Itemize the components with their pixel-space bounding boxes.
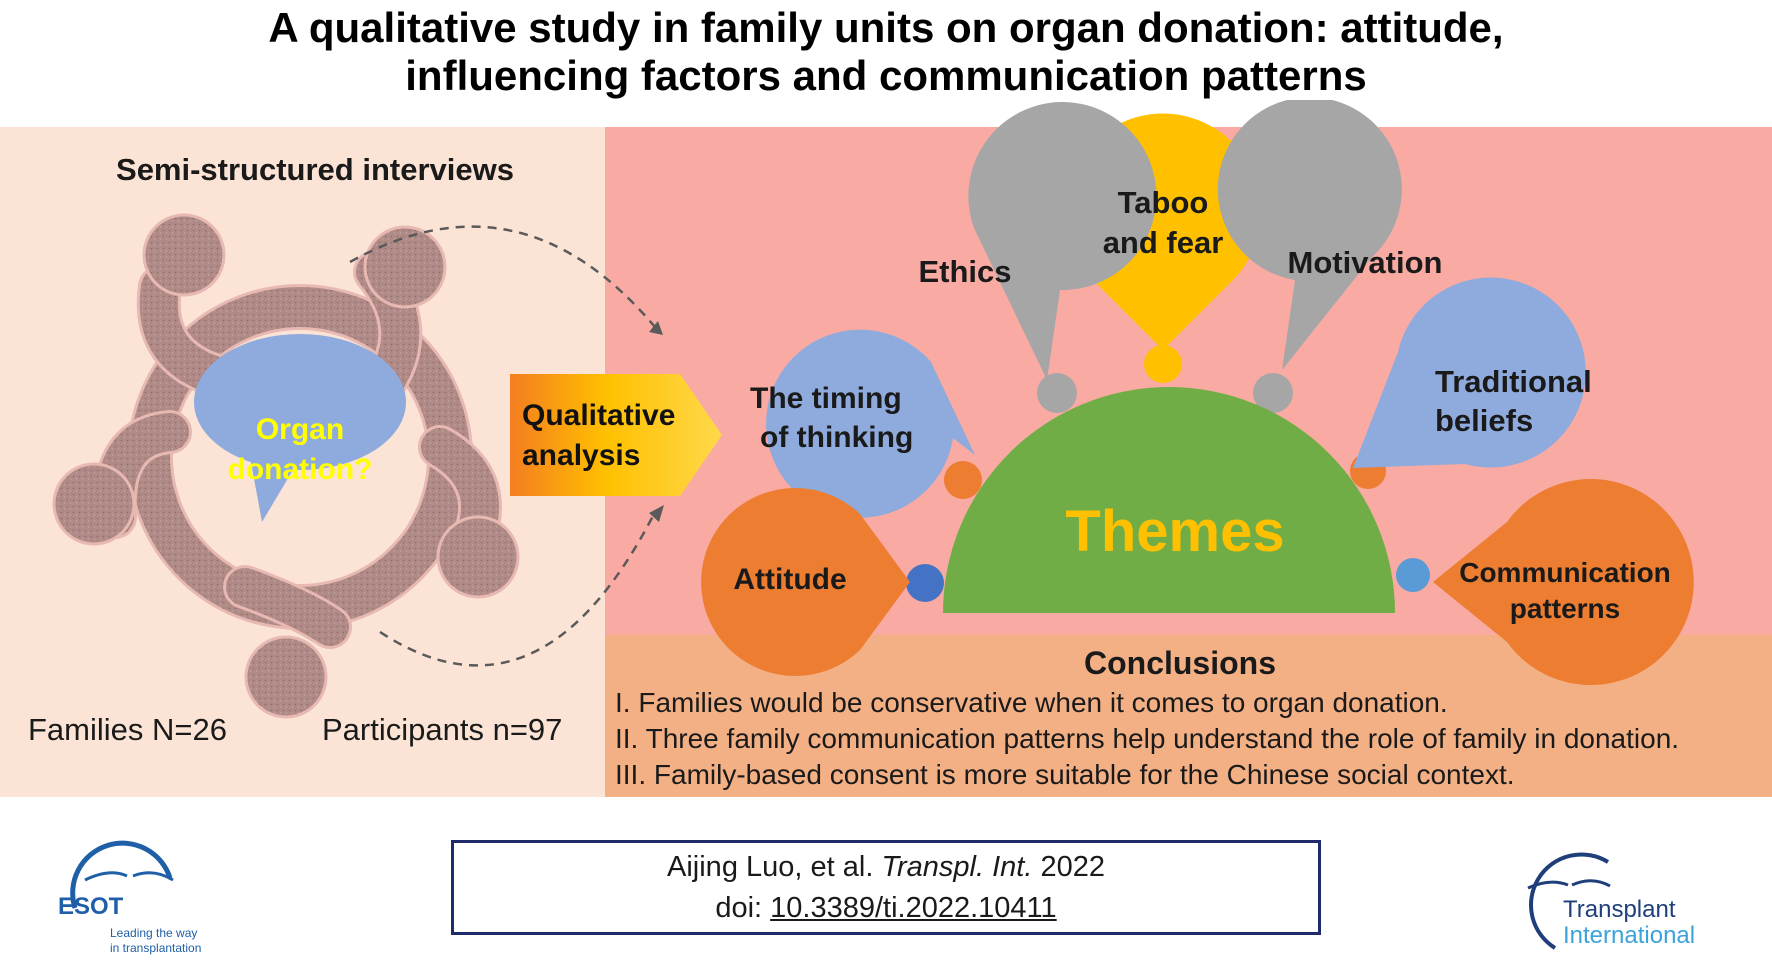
- bubble-text-line-1: Organ: [255, 413, 345, 446]
- theme-ethics-label: Ethics: [918, 254, 1012, 289]
- dashed-arrow-top: [349, 225, 656, 328]
- citation-doi-label: doi:: [715, 892, 771, 924]
- title-line-2: influencing factors and communication pa…: [405, 52, 1367, 99]
- citation-doi-link[interactable]: 10.3389/ti.2022.10411: [770, 892, 1057, 924]
- theme-motivation-shape: [1217, 100, 1402, 370]
- ti-logo-line-1: Transplant: [1563, 896, 1676, 923]
- theme-timing-label-1: The timing: [750, 382, 902, 415]
- transplant-international-logo: [1527, 852, 1611, 950]
- bubble-text-line-2: donation?: [227, 453, 373, 486]
- citation-line-2: doi: 10.3389/ti.2022.10411: [454, 892, 1318, 925]
- theme-traditional-label-2: beliefs: [1435, 403, 1534, 438]
- theme-communication-shape: [1433, 478, 1694, 685]
- person-head-4: [244, 635, 328, 719]
- speech-bubble-tail: [250, 457, 296, 522]
- theme-attitude-shape: [701, 488, 910, 676]
- theme-motivation-label: Motivation: [1287, 245, 1443, 280]
- dashed-arrow-bottom: [379, 511, 657, 667]
- theme-taboo-label-2: and fear: [1102, 225, 1224, 260]
- themes-center-label: Themes: [1065, 499, 1285, 564]
- analysis-arrow: [510, 374, 722, 496]
- ethics-connector: [1037, 373, 1077, 413]
- citation-box: Aijing Luo, et al. Transpl. Int. 2022 do…: [451, 840, 1321, 935]
- person-figure-5: [52, 410, 192, 546]
- theme-communication-label-2: patterns: [1509, 593, 1621, 624]
- theme-communication-label-1: Communication: [1459, 557, 1671, 588]
- conclusion-item-1: I. Families would be conservative when i…: [615, 687, 1448, 718]
- person-figure-4: [223, 565, 352, 719]
- theme-ethics-shape: [968, 102, 1157, 380]
- citation-authors: Aijing Luo, et al.: [667, 851, 882, 883]
- participants-count: Participants n=97: [322, 712, 563, 747]
- communication-connector: [1396, 558, 1430, 592]
- taboo-connector: [1144, 345, 1182, 383]
- theme-traditional-shape: [1353, 277, 1586, 468]
- attitude-connector: [906, 564, 944, 602]
- timing-connector: [944, 461, 982, 499]
- analysis-label-line-1: Qualitative: [522, 399, 676, 432]
- esot-logo-tagline-1: Leading the way: [110, 926, 198, 940]
- esot-logo-tagline-2: in transplantation: [110, 941, 202, 955]
- title-line-1: A qualitative study in family units on o…: [268, 4, 1504, 51]
- person-head-1: [142, 213, 226, 297]
- theme-attitude-label: Attitude: [733, 563, 847, 596]
- citation-journal: Transpl. Int.: [881, 851, 1033, 883]
- ti-logo-line-2: International: [1563, 922, 1696, 949]
- motivation-connector: [1253, 373, 1293, 413]
- speech-bubble: [194, 334, 406, 470]
- family-circle-illustration: [52, 213, 664, 719]
- person-head-5: [52, 462, 136, 546]
- esot-logo-name: ESOT: [58, 893, 124, 920]
- interviews-heading: Semi-structured interviews: [116, 152, 514, 187]
- theme-traditional-label-1: Traditional: [1435, 364, 1592, 399]
- person-figure-3: [418, 425, 520, 599]
- themes-diagram: [701, 100, 1694, 685]
- esot-logo: [70, 840, 174, 909]
- person-figure-1: [136, 213, 242, 399]
- conclusions-heading: Conclusions: [1083, 645, 1276, 681]
- conclusion-item-3: III. Family-based consent is more suitab…: [615, 759, 1515, 790]
- families-count: Families N=26: [28, 712, 227, 747]
- theme-timing-label-2: of thinking: [760, 421, 914, 454]
- citation-year: 2022: [1032, 851, 1105, 883]
- theme-taboo-label-1: Taboo: [1117, 185, 1209, 220]
- person-head-2: [363, 225, 447, 309]
- conclusion-item-2: II. Three family communication patterns …: [615, 723, 1680, 754]
- person-head-3: [436, 515, 520, 599]
- citation-line-1: Aijing Luo, et al. Transpl. Int. 2022: [454, 851, 1318, 884]
- analysis-label-line-2: analysis: [522, 439, 641, 472]
- themes-semicircle: [943, 387, 1395, 613]
- theme-timing-shape: [766, 329, 975, 518]
